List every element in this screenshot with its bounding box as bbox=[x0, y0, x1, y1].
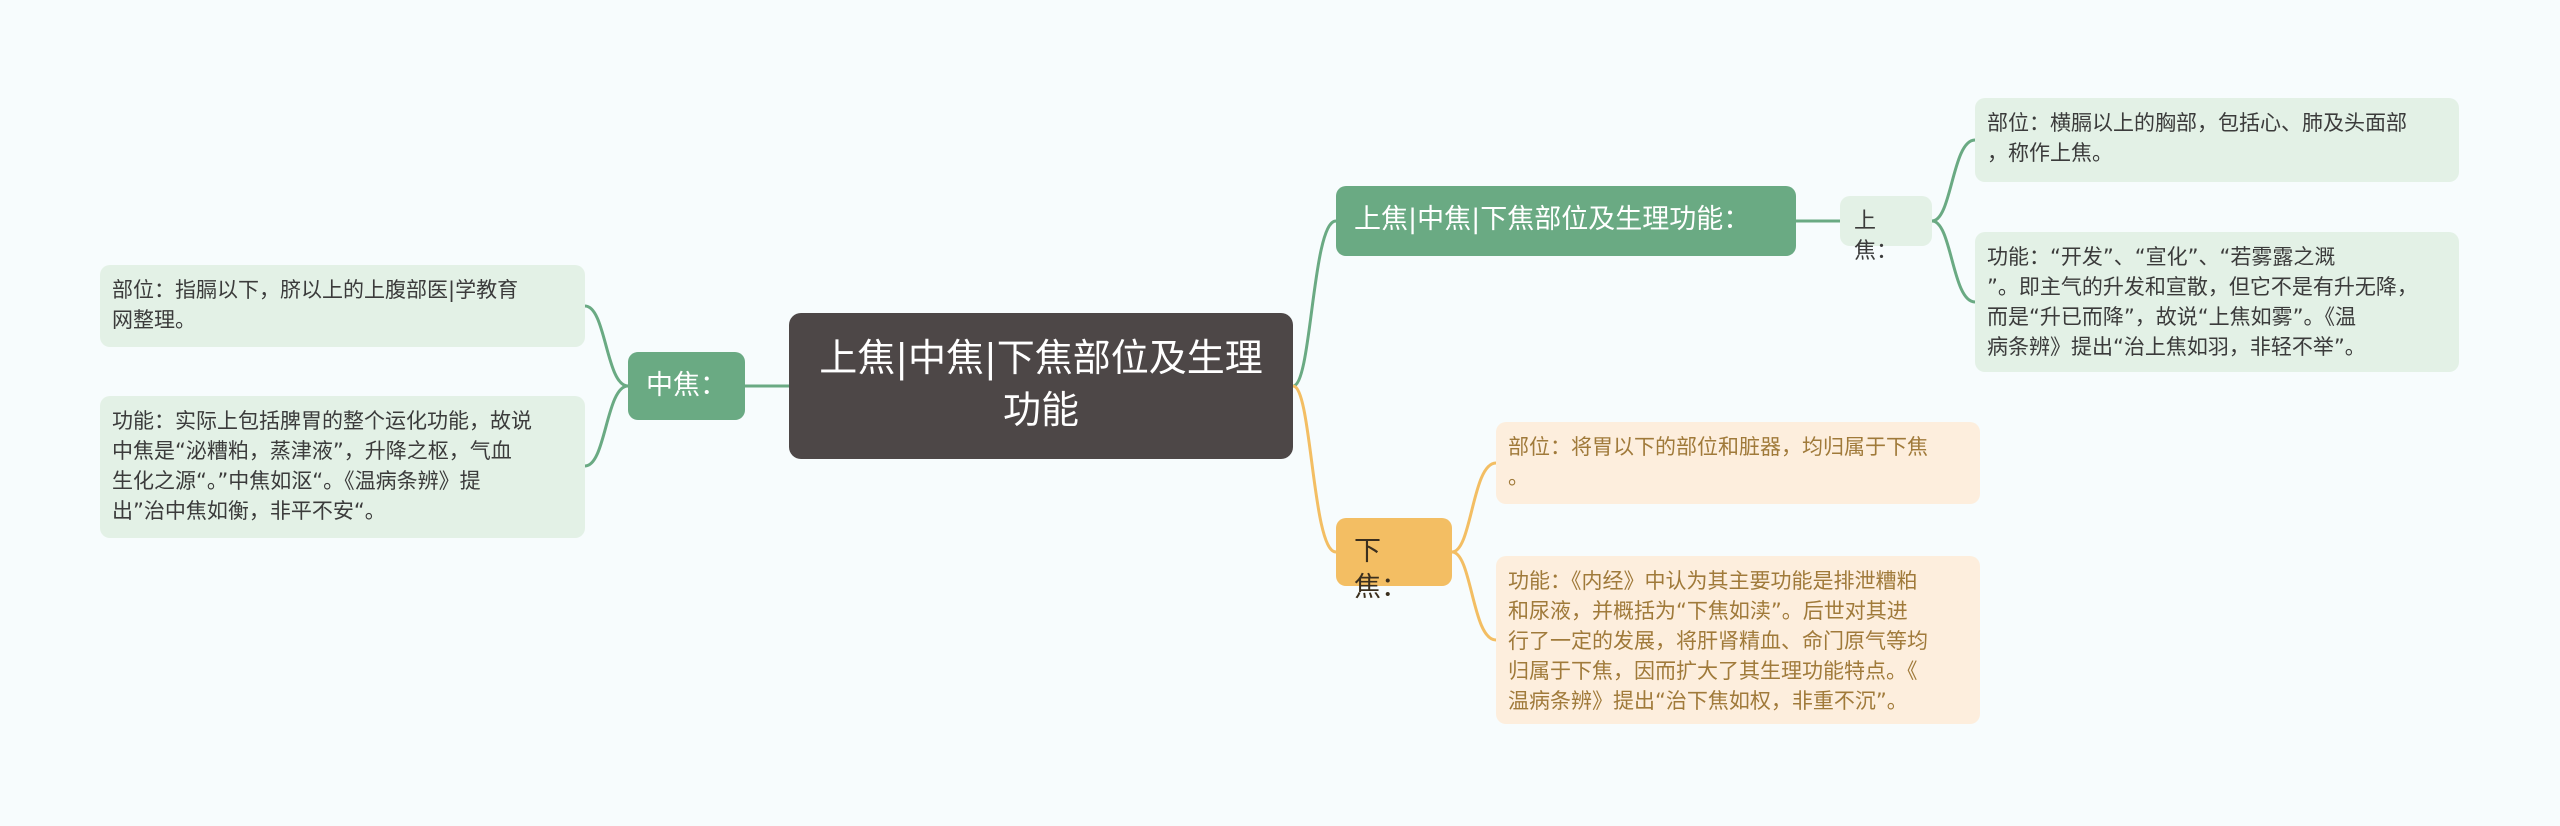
root-node[interactable]: 上焦|中焦|下焦部位及生理 功能 bbox=[789, 313, 1293, 459]
branch-node-lower-jiao[interactable]: 下焦： bbox=[1336, 518, 1452, 603]
link-left-leaf1 bbox=[584, 304, 629, 388]
link-root-top bbox=[1292, 219, 1337, 388]
link-sub-leaf2 bbox=[1931, 219, 1976, 304]
link-bottom-leaf2 bbox=[1451, 550, 1497, 642]
link-bottom-leaf1 bbox=[1451, 461, 1497, 554]
link-sub-leaf1 bbox=[1931, 138, 1976, 223]
branch-node-overview[interactable]: 上焦|中焦|下焦部位及生理功能： bbox=[1336, 186, 1796, 256]
leaf-lower-location[interactable]: 部位：将胃以下的部位和脏器，均归属于下焦 。 bbox=[1496, 422, 1980, 504]
link-left-leaf2 bbox=[584, 384, 629, 468]
leaf-middle-location[interactable]: 部位：指膈以下，脐以上的上腹部医|学教育 网整理。 bbox=[100, 265, 585, 347]
leaf-upper-location[interactable]: 部位：横膈以上的胸部，包括心、肺及头面部 ，称作上焦。 bbox=[1975, 98, 2459, 182]
leaf-upper-function[interactable]: 功能：“开发”、“宣化”、“若雾露之溉 ”。即主气的升发和宣散，但它不是有升无降… bbox=[1975, 232, 2459, 372]
link-root-bottom bbox=[1292, 384, 1337, 554]
sub-node-upper-jiao[interactable]: 上焦： bbox=[1840, 196, 1932, 264]
leaf-middle-function[interactable]: 功能：实际上包括脾胃的整个运化功能，故说 中焦是“泌糟粕，蒸津液”，升降之枢，气… bbox=[100, 396, 585, 538]
leaf-lower-function[interactable]: 功能：《内经》中认为其主要功能是排泄糟粕 和尿液，并概括为“下焦如渎”。后世对其… bbox=[1496, 556, 1980, 724]
branch-node-middle-jiao[interactable]: 中焦： bbox=[628, 352, 745, 420]
